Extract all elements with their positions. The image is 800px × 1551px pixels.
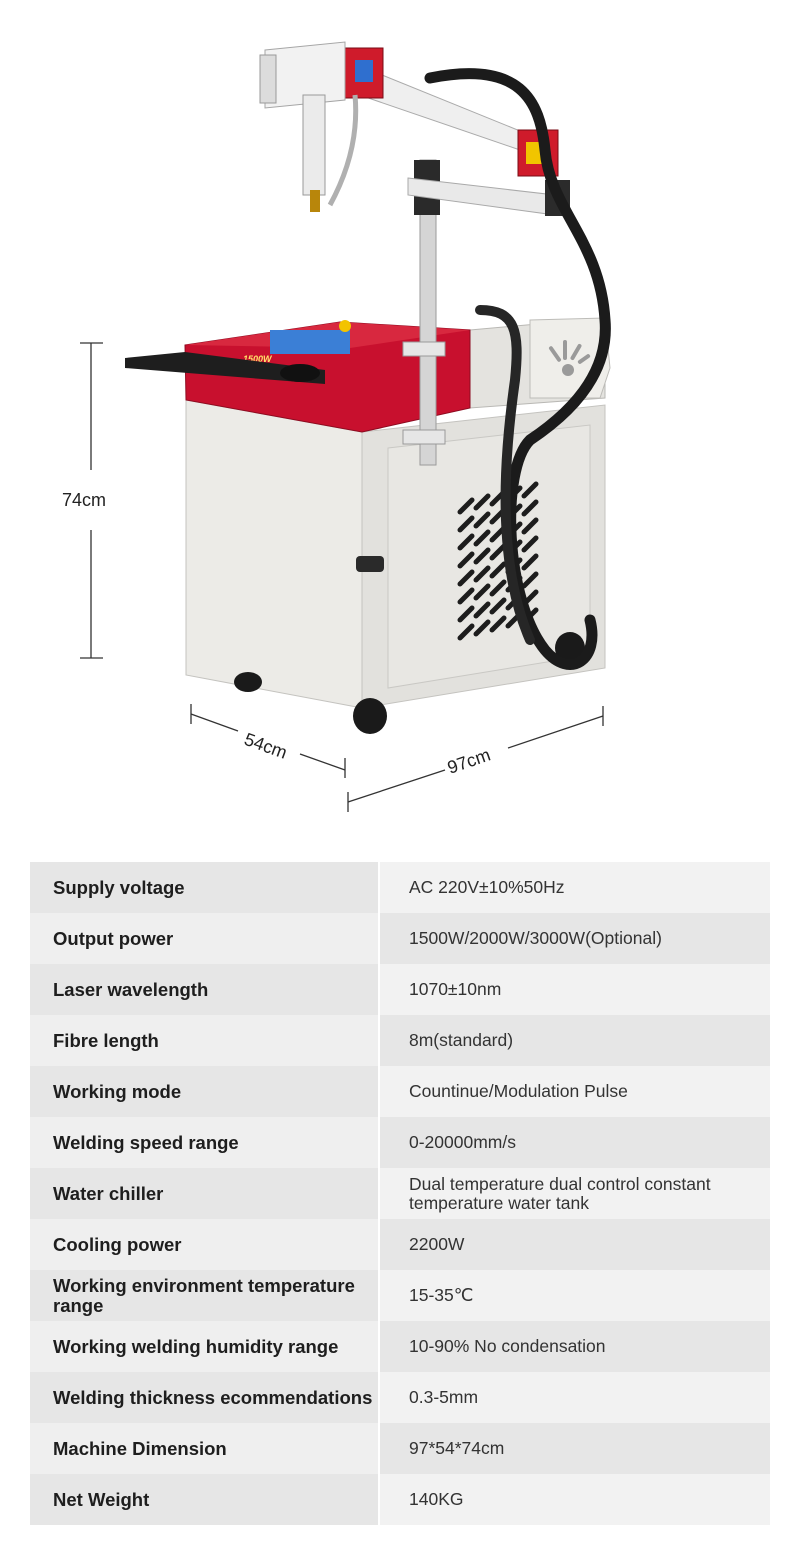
spec-value: 0.3-5mm xyxy=(379,1372,770,1423)
spec-value: 2200W xyxy=(379,1219,770,1270)
caster-wheels xyxy=(234,632,585,734)
spec-label: Welding speed range xyxy=(30,1117,380,1168)
spec-label: Cooling power xyxy=(30,1219,380,1270)
control-screen xyxy=(270,330,350,354)
spec-label: Laser wavelength xyxy=(30,964,380,1015)
spec-value: 15-35℃ xyxy=(379,1270,770,1321)
welding-machine: 1500W xyxy=(125,41,611,734)
product-illustration: 74cm 54cm 97cm xyxy=(62,41,611,812)
spec-value: 140KG xyxy=(379,1474,770,1525)
spec-label: Fibre length xyxy=(30,1015,380,1066)
depth-label: 54cm xyxy=(242,729,290,763)
spec-value: 1500W/2000W/3000W(Optional) xyxy=(379,913,770,964)
spec-label: Working environment temperature range xyxy=(30,1270,380,1321)
spec-value: AC 220V±10%50Hz xyxy=(379,862,770,913)
spec-value: 0-20000mm/s xyxy=(379,1117,770,1168)
door-handle xyxy=(356,556,384,572)
spec-value: 10-90% No condensation xyxy=(379,1321,770,1372)
spec-value: 1070±10nm xyxy=(379,964,770,1015)
spec-label: Supply voltage xyxy=(30,862,380,913)
spec-value: Countinue/Modulation Pulse xyxy=(379,1066,770,1117)
depth-dimension xyxy=(190,704,346,778)
fiber-hose xyxy=(424,68,611,670)
spec-label: Working mode xyxy=(30,1066,380,1117)
spec-label: Water chiller xyxy=(30,1168,380,1219)
spec-value: Dual temperature dual control constant t… xyxy=(379,1168,770,1219)
emergency-stop-icon xyxy=(339,320,351,332)
height-label: 74cm xyxy=(62,490,106,510)
spec-label: Working welding humidity range xyxy=(30,1321,380,1372)
keyboard xyxy=(125,352,325,384)
width-label: 97cm xyxy=(445,745,493,778)
vent-grille xyxy=(457,481,539,641)
spec-label: Machine Dimension xyxy=(30,1423,380,1474)
width-dimension xyxy=(347,706,604,812)
mouse xyxy=(280,364,320,382)
spec-value: 8m(standard) xyxy=(379,1015,770,1066)
spec-label: Output power xyxy=(30,913,380,964)
height-dimension xyxy=(80,342,103,659)
vent-fan-icon xyxy=(548,340,591,376)
power-badge: 1500W xyxy=(243,354,273,364)
spec-value: 97*54*74cm xyxy=(379,1423,770,1474)
spec-label: Net Weight xyxy=(30,1474,380,1525)
spec-label: Welding thickness ecommendations xyxy=(30,1372,380,1423)
